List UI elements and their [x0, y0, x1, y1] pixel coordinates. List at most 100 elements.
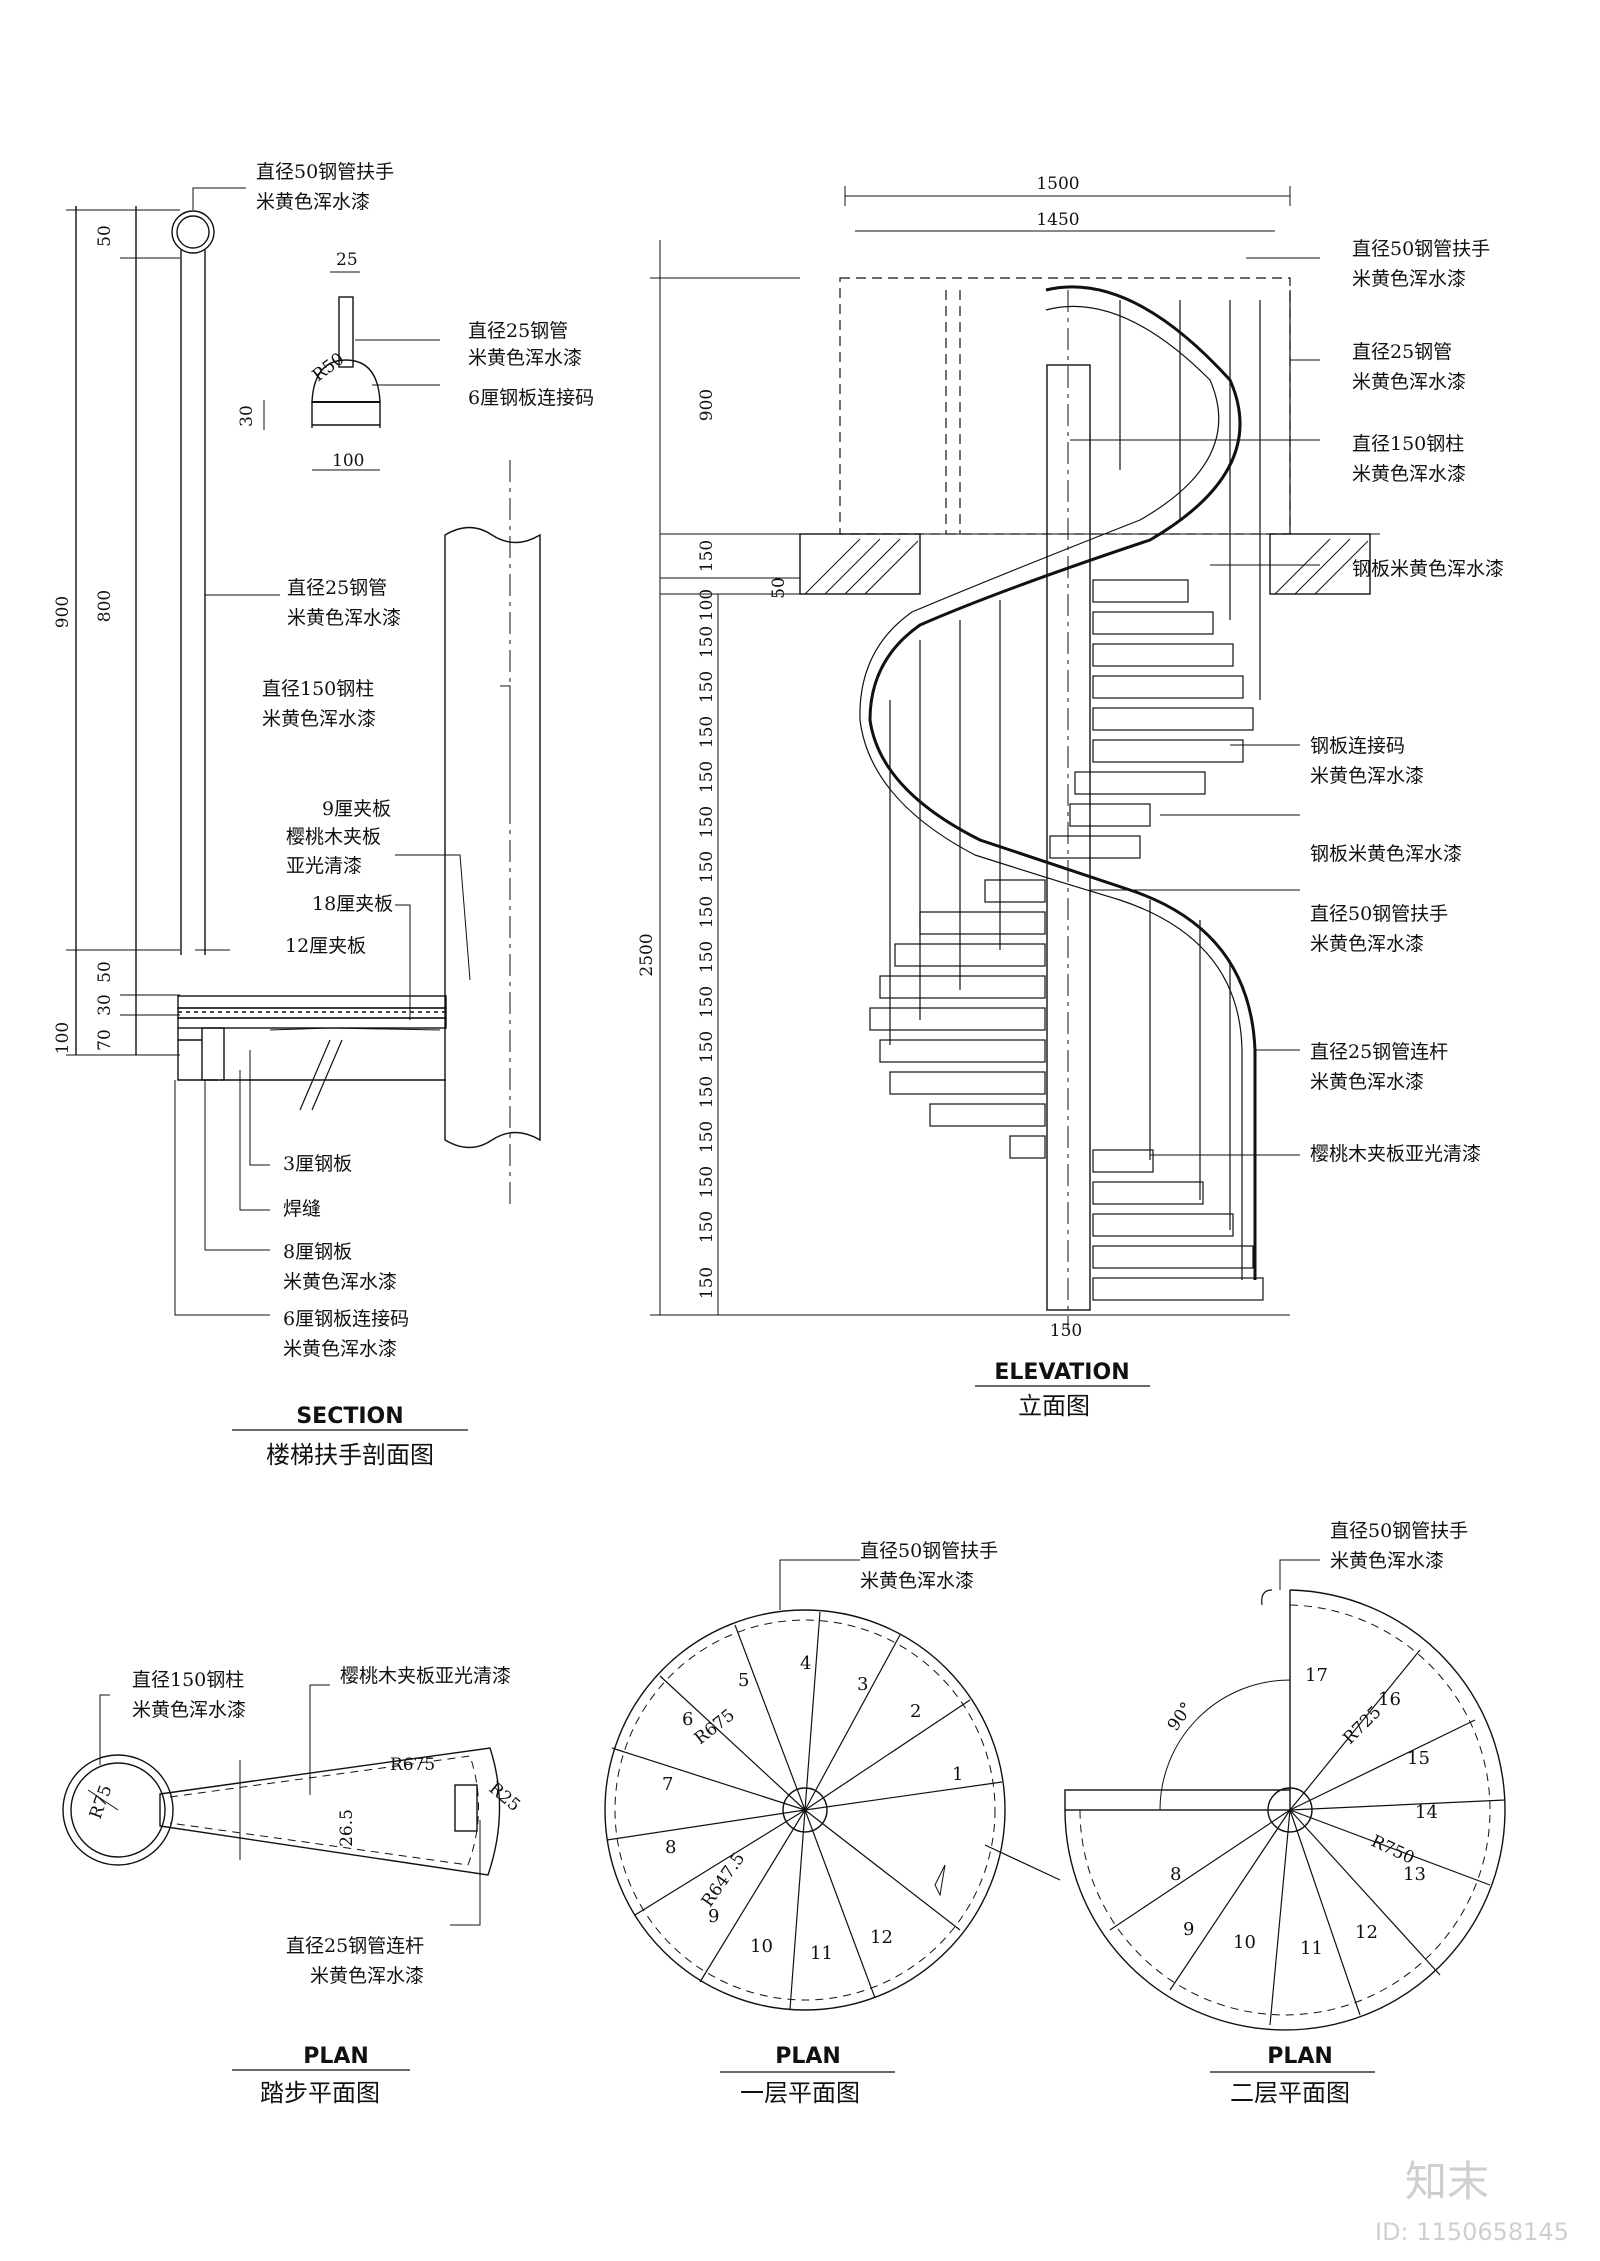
- plan1-step-number: 2: [910, 1701, 921, 1722]
- tread-label-cherry: 樱桃木夹板亚光清漆: [340, 1665, 511, 1687]
- section-dim-70: 70: [95, 1029, 115, 1051]
- pipe25-detail: [338, 296, 354, 368]
- elev-label-baluster-2: 米黄色浑水漆: [1310, 1071, 1424, 1093]
- section-dim-900: 900: [53, 596, 73, 628]
- plan1-step-number: 11: [810, 1943, 833, 1964]
- elev-dim-100: 100: [697, 589, 717, 621]
- plan2-texts: 直径50钢管扶手 米黄色浑水漆 90° R725 R750 8 9 10 11 …: [1164, 1520, 1468, 2107]
- elev-dim-2500: 2500: [637, 933, 657, 976]
- section-label-column-2: 米黄色浑水漆: [262, 708, 376, 730]
- section-drawing: [66, 187, 541, 1431]
- section-label-ply9-1: 9厘夹板: [322, 798, 391, 820]
- riser-dim: 150: [697, 1121, 717, 1153]
- riser-dim: 150: [697, 1267, 717, 1299]
- plan2-step-number: 10: [1233, 1932, 1256, 1953]
- plan1-step-number: 9: [708, 1906, 719, 1927]
- plan2-step-number: 11: [1300, 1938, 1323, 1959]
- ply12-layer: [177, 1007, 447, 1019]
- plan1-label-handrail-1: 直径50钢管扶手: [860, 1540, 998, 1562]
- section-label-pipe25-1: 直径25钢管: [468, 320, 568, 342]
- section-dim-25: 25: [336, 250, 358, 270]
- section-title-en: SECTION: [296, 1404, 403, 1429]
- handrail-circle: [171, 210, 215, 254]
- elev-label-handrail-2: 米黄色浑水漆: [1352, 268, 1466, 290]
- riser-dim: 150: [697, 806, 717, 838]
- plan2-step-number: 8: [1170, 1864, 1181, 1885]
- section-label-steel3: 3厘钢板: [283, 1153, 352, 1175]
- elev-label-column-2: 米黄色浑水漆: [1352, 463, 1466, 485]
- steel-column-section: [444, 526, 541, 1149]
- riser-dim: 150: [697, 941, 717, 973]
- plan1-column: [782, 1787, 828, 1833]
- elev-label-steelplate: 钢板米黄色浑水漆: [1352, 558, 1504, 580]
- section-label-plate6: 6厘钢板连接码: [468, 387, 594, 409]
- column-circle: [62, 1754, 174, 1866]
- riser-dim: 150: [697, 1211, 717, 1243]
- plan1-outer-circle: [604, 1609, 1006, 2011]
- tread-dim-r25: R25: [485, 1779, 524, 1816]
- section-label-weld: 焊缝: [283, 1198, 321, 1220]
- section-label-ply9-2: 樱桃木夹板: [286, 826, 381, 848]
- elevation-title-en: ELEVATION: [994, 1360, 1129, 1385]
- section-label-steel8-1: 8厘钢板: [283, 1241, 352, 1263]
- section-label-ply9-3: 亚光清漆: [286, 855, 362, 877]
- elev-label-steelplate2: 钢板米黄色浑水漆: [1310, 843, 1462, 865]
- elev-label-column-1: 直径150钢柱: [1352, 433, 1464, 455]
- plan2-step-number: 17: [1305, 1665, 1328, 1686]
- tread-plan-title-cn: 踏步平面图: [260, 2079, 380, 2107]
- plan1-step-number: 4: [800, 1653, 811, 1674]
- elev-label-handrail2-2: 米黄色浑水漆: [1310, 933, 1424, 955]
- section-label-ply12: 12厘夹板: [285, 935, 366, 957]
- elev-dim-1450: 1450: [1036, 210, 1079, 230]
- plan1-step-number: 10: [750, 1936, 773, 1957]
- elev-dim-1500: 1500: [1036, 174, 1079, 194]
- plan2-dim-angle: 90°: [1164, 1699, 1198, 1735]
- leader-handrail: [192, 187, 246, 210]
- plan2-step-number: 13: [1403, 1864, 1426, 1885]
- riser-dim: 150: [697, 1076, 717, 1108]
- riser-dim: 150: [697, 986, 717, 1018]
- plan1-step-number: 8: [665, 1837, 676, 1858]
- plan1-dim-r6475: R647.5: [698, 1849, 750, 1911]
- riser-dim: 150: [697, 716, 717, 748]
- tread-label-column-2: 米黄色浑水漆: [132, 1699, 246, 1721]
- elev-label-pipe25-2: 米黄色浑水漆: [1352, 371, 1466, 393]
- plan1-title-cn: 一层平面图: [740, 2079, 860, 2107]
- elevation-title-cn: 立面图: [1018, 1392, 1090, 1420]
- section-title-cn: 楼梯扶手剖面图: [266, 1441, 434, 1469]
- elevation-drawing: [650, 186, 1380, 1387]
- tread-plan-drawing: [62, 1684, 501, 2071]
- ply18-layer: [177, 995, 447, 1009]
- plan2-step-number: 16: [1378, 1689, 1401, 1710]
- section-label-steel8-2: 米黄色浑水漆: [283, 1271, 397, 1293]
- watermark-logo: 知末: [1405, 2157, 1490, 2206]
- section-dim-50b: 50: [95, 961, 115, 983]
- elev-dim-bottom-150: 150: [1050, 1321, 1082, 1341]
- connector-plate-detail: [311, 359, 381, 403]
- plan2-label-handrail-2: 米黄色浑水漆: [1330, 1550, 1444, 1572]
- elev-dim-50: 50: [769, 577, 789, 599]
- elev-dim-900: 900: [697, 389, 717, 421]
- elev-dim-150: 150: [697, 540, 717, 572]
- tread-dim-26-5: 26.5: [337, 1809, 357, 1847]
- section-dim-100b: 100: [332, 451, 364, 471]
- section-dim-50: 50: [95, 225, 115, 247]
- elevation-texts: 1500 1450 900 150 50 100 2500 150 150 15…: [637, 174, 1504, 1420]
- riser-dim: 150: [697, 1031, 717, 1063]
- elev-label-handrail2-1: 直径50钢管扶手: [1310, 903, 1448, 925]
- tread-dim-r675: R675: [390, 1755, 435, 1775]
- riser-dim: 150: [697, 761, 717, 793]
- steel8-plate: [201, 1027, 225, 1081]
- plan2-step-number: 15: [1407, 1748, 1430, 1769]
- section-label-plate6b-1: 6厘钢板连接码: [283, 1308, 409, 1330]
- elev-label-pipe25-1: 直径25钢管: [1352, 341, 1452, 363]
- riser-dim: 150: [697, 671, 717, 703]
- riser-dim: 150: [697, 626, 717, 658]
- riser-dim: 150: [697, 851, 717, 883]
- plan1-step-number: 6: [682, 1709, 693, 1730]
- watermark-id: ID: 1150658145: [1375, 2218, 1569, 2246]
- section-label-ply18: 18厘夹板: [312, 893, 393, 915]
- section-dim-800: 800: [95, 590, 115, 622]
- handrail-circle-inner: [176, 215, 210, 249]
